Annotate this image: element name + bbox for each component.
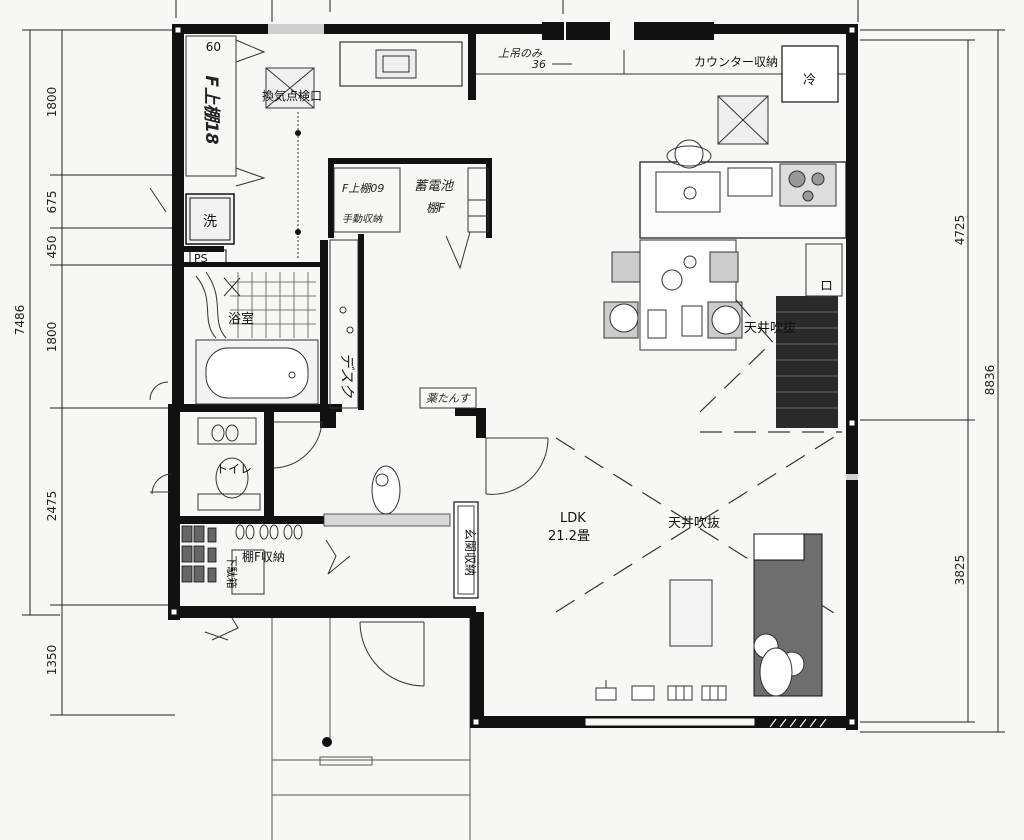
range-hood [717,95,769,145]
dim-right-1: 4725 [953,215,967,246]
entrance-storage-label: 玄関収納 [463,528,478,576]
fridge: 冷 [781,45,839,103]
num-09: 09 [206,39,221,53]
shoe-shelf-label: 棚F収納 [242,549,285,564]
ldk-label-group: LDK 21.2畳 [548,511,590,544]
tv-board [595,680,727,701]
ldk-name: LDK [560,511,586,526]
shoe-storage: 棚F収納 下駄箱 [181,524,351,595]
ps-label: PS [194,252,208,265]
washer: 洗 [149,187,235,245]
washer-label: 洗 [203,214,217,230]
upper-shelf-18: F上棚18 [201,75,221,144]
stair-label: ロ [820,279,833,294]
ldk-size: 21.2畳 [548,529,590,544]
ps-space: PS [189,249,227,265]
outer-walls [168,22,858,730]
dim-left-3: 450 [45,236,59,259]
fridge-label: 冷 [803,73,816,88]
dim-right-total: 8836 [983,365,997,396]
exterior-approach [271,615,471,840]
battery-label: 蓄電池 [414,179,455,194]
dim-left-6: 1350 [45,645,59,676]
toilet-label: トイレ [216,462,252,476]
upper-only-number: 36 [532,58,546,71]
dim-right-2: 3825 [953,555,967,586]
dim-left-4: 1800 [45,322,59,353]
storage-f18: 09 F上棚18 [185,35,266,187]
living-furniture [669,533,823,697]
entrance-storage: 玄関収納 [453,501,479,599]
small-storage: F上棚09 手動収納 [333,167,401,233]
storage-small-label: 手動収納 [342,213,383,225]
toilet-room: トイレ [149,381,261,511]
kitchen-island [639,139,847,239]
ventilation-hatch: 換気点検口 [262,67,322,260]
staircase: ロ [776,243,843,428]
kitchen-cabinet-top [339,41,463,87]
upper-only-label: 上吊のみ [498,47,543,60]
interior-walls [180,34,492,524]
bottom-window [584,717,756,727]
desk-label: デスク [338,352,356,398]
ldk-door [485,437,549,495]
dimension-labels: 1800 675 450 1800 2475 1350 7486 4725 38… [13,87,997,676]
post-marker [322,737,332,747]
dim-left-2: 675 [45,191,59,214]
counter-storage-label: カウンター収納 [694,55,778,69]
desk-area: デスク [329,239,359,409]
battery-shelf-label: 棚F [426,201,446,215]
dining-set [603,239,743,351]
dim-left-total: 7486 [13,305,27,336]
fukinuke-upper-label: 天井吹抜 [744,320,796,336]
entrance-door [204,617,425,687]
bathroom: 浴室 [195,271,319,405]
upper-shelf-small: F上棚09 [342,182,384,195]
kitchen-counter: 上吊のみ 36 カウンター収納 [476,47,846,75]
dim-left-1: 1800 [45,87,59,118]
corner-posts [170,26,856,726]
dim-left-5: 2475 [45,491,59,522]
hatched-panel [764,718,834,728]
hallway [273,421,451,527]
fukinuke-lower-label: 天井吹抜 [668,515,720,531]
dimension-lines [22,0,1005,733]
medicine-cabinet: 薬たんす [419,387,477,409]
bathroom-label: 浴室 [228,311,254,327]
ventilation-label: 換気点検口 [262,88,322,103]
shoe-box-label: 下駄箱 [225,556,239,589]
battery-area: 蓄電池 棚F [414,167,489,270]
medicine-label: 薬たんす [426,392,472,405]
